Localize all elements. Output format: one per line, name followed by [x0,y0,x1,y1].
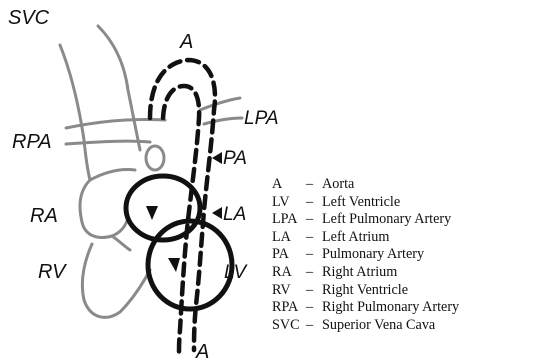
legend-abbr: RPA [272,299,306,317]
mitral-valve-mark [168,258,180,272]
pa-arrow [212,152,222,164]
label-lv: LV [224,262,249,283]
legend-sep: – [306,282,322,300]
label-svc: SVC [8,7,50,29]
label-rv: RV [38,261,67,283]
legend-name: Right Atrium [322,264,397,282]
legend-row: LPA–Left Pulmonary Artery [272,211,459,229]
lpa-vessel-top [200,98,240,110]
legend-abbr: RV [272,282,306,300]
legend-sep: – [306,317,322,335]
label-aorta-bottom: A [195,341,209,360]
legend-abbr: A [272,176,306,194]
legend-name: Aorta [322,176,354,194]
legend-row: LV–Left Ventricle [272,194,459,212]
legend-sep: – [306,299,322,317]
legend-row: RV–Right Ventricle [272,282,459,300]
svc-outline-left [60,45,90,180]
label-aorta-top: A [179,31,193,53]
legend-sep: – [306,246,322,264]
legend-sep: – [306,176,322,194]
la-valve-mark [146,206,158,220]
rv-outline [82,244,150,317]
legend-name: Right Pulmonary Artery [322,299,459,317]
legend-sep: – [306,211,322,229]
ra-outline [80,180,128,237]
svc-outline-right [98,26,140,150]
legend-row: PA–Pulmonary Artery [272,246,459,264]
legend-sep: – [306,264,322,282]
legend-name: Left Pulmonary Artery [322,211,451,229]
legend-name: Superior Vena Cava [322,317,435,335]
legend-name: Left Atrium [322,229,389,247]
label-lpa: LPA [244,108,279,129]
small-vessel [146,146,164,170]
ra-upper [90,169,135,180]
legend-name: Pulmonary Artery [322,246,424,264]
label-pa: PA [223,148,247,169]
lv-chamber [148,221,232,309]
legend-abbr: SVC [272,317,306,335]
legend-abbr: LPA [272,211,306,229]
legend-name: Left Ventricle [322,194,400,212]
legend-sep: – [306,229,322,247]
rv-upper [112,236,130,250]
legend-row: RPA–Right Pulmonary Artery [272,299,459,317]
legend-abbr: PA [272,246,306,264]
legend-row: SVC–Superior Vena Cava [272,317,459,335]
legend-name: Right Ventricle [322,282,408,300]
label-la: LA [223,204,246,225]
legend-abbr: RA [272,264,306,282]
label-ra: RA [30,205,58,227]
legend-abbr: LV [272,194,306,212]
lpa-vessel-bottom [204,118,242,124]
label-rpa: RPA [12,131,52,153]
la-arrow [212,207,222,219]
legend-row: RA–Right Atrium [272,264,459,282]
legend: A–Aorta LV–Left Ventricle LPA–Left Pulmo… [272,176,459,334]
legend-abbr: LA [272,229,306,247]
legend-row: A–Aorta [272,176,459,194]
legend-sep: – [306,194,322,212]
legend-row: LA–Left Atrium [272,229,459,247]
